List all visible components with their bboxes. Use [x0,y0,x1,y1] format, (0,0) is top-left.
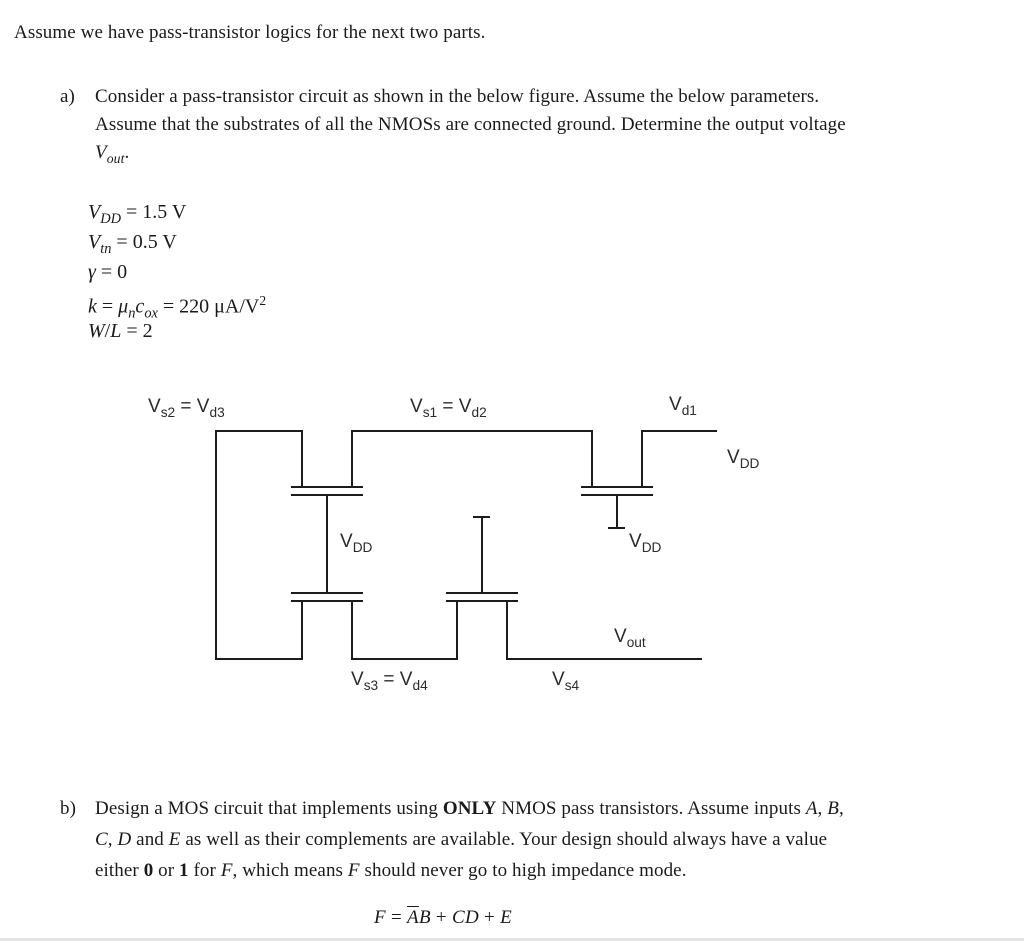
intro-text: Assume we have pass-transistor logics fo… [14,22,486,43]
part-a-marker: a) [60,86,75,107]
param-k: k = μncox = 220 μA/V2 [88,293,267,322]
label-vs2-vd3: Vs2 = Vd3 [148,396,225,420]
label-vd1: Vd1 [669,394,697,418]
label-vs1-vd2: Vs1 = Vd2 [410,396,487,420]
part-a-line-2: Assume that the substrates of all the NM… [95,114,846,135]
t3-source-leg [351,601,353,659]
t3-drain-leg [301,601,303,659]
wire-vs2-left [215,430,217,660]
part-b-line-2: C, D and E as well as their complements … [95,829,828,850]
t2-drain-leg [301,430,303,488]
param-wl: W/L = 2 [88,320,153,342]
t4-source-leg [506,601,508,659]
t3-gate-bar [291,592,363,594]
t2-source-leg [351,430,353,488]
t1-gate-lead [616,495,618,528]
t1-drain-leg [641,430,643,488]
t2-channel-bar [291,486,363,488]
wire-vs3-vd4-bottom [351,658,458,660]
part-b-line-3: either 0 or 1 for F, which means F shoul… [95,860,687,881]
param-vtn: Vtn = 0.5 V [88,231,177,257]
label-vdd-input: VDD [727,447,760,471]
wire-vs2-top [215,430,303,432]
param-vdd: VDD = 1.5 V [88,201,187,227]
t2-t3-gate-lead [326,495,328,593]
param-gamma: γ = 0 [88,261,128,283]
boolean-function-formula: F = AB + CD + E [374,907,512,928]
page-bottom-edge [0,938,1024,941]
t1-gate-terminal-tick [608,527,625,529]
label-vout: Vout [614,626,646,650]
t4-channel-bar [446,600,518,602]
part-a-line-3: Vout. [95,142,130,166]
part-b-marker: b) [60,798,77,819]
label-vs4: Vs4 [552,669,580,693]
wire-vd3-bottom [215,658,303,660]
label-vdd-gate-left: VDD [340,531,373,555]
wire-vs4-vout-bottom [506,658,702,660]
t1-source-leg [591,430,593,488]
wire-vd1-top [641,430,717,432]
t3-channel-bar [291,600,363,602]
part-b-line-1: Design a MOS circuit that implements usi… [95,798,844,819]
part-a-line-1: Consider a pass-transistor circuit as sh… [95,86,820,107]
wire-vs1-vd2-top [351,430,593,432]
t1-channel-bar [581,486,653,488]
t4-gate-lead [481,517,483,593]
label-vs3-vd4: Vs3 = Vd4 [351,669,428,693]
t4-gate-bar [446,592,518,594]
t4-drain-leg [456,601,458,659]
label-vdd-gate-right: VDD [629,531,662,555]
